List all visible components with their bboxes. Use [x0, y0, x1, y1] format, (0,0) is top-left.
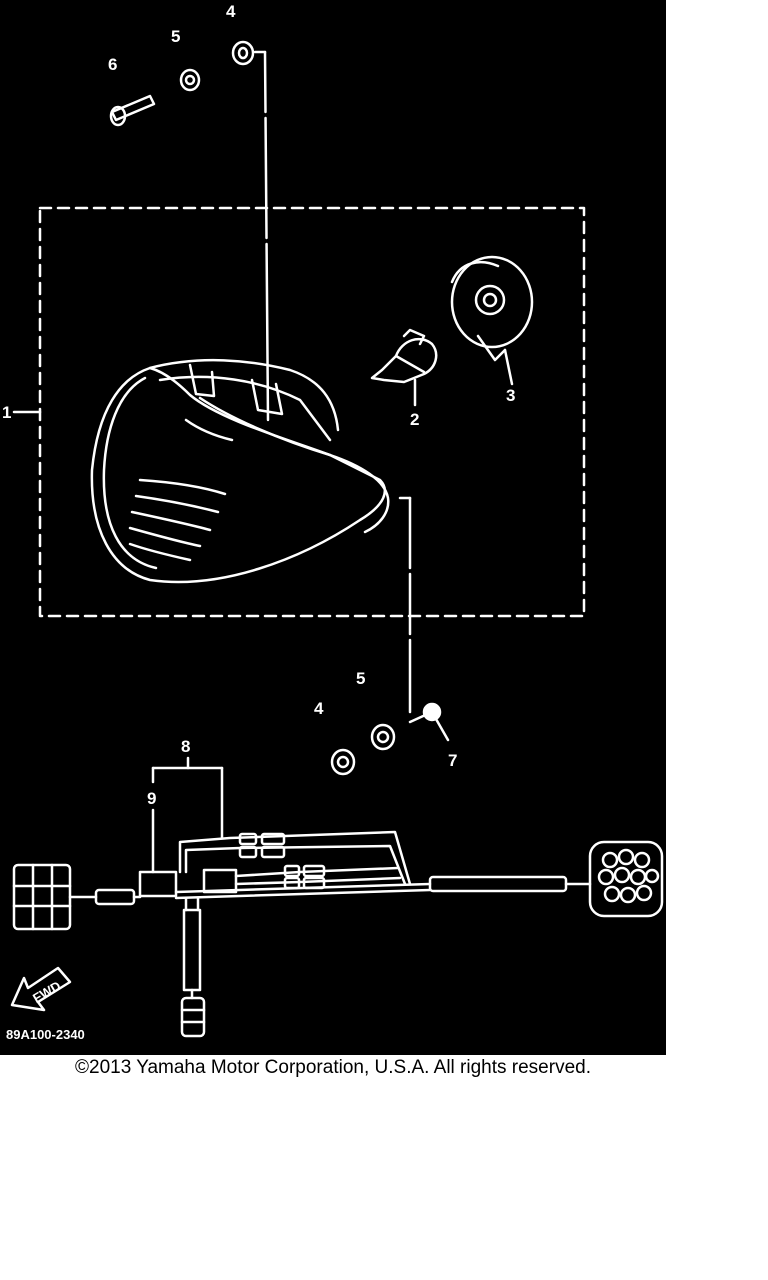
wire-harness-bracket: [151, 756, 224, 874]
collar-5-top: [179, 68, 201, 92]
callout-5-top: 5: [171, 27, 180, 46]
diagram-code: 89A100-2340: [6, 1027, 85, 1042]
grommet-4-bottom: [330, 748, 356, 776]
callout-1: 1: [2, 403, 11, 422]
callout-9: 9: [147, 789, 156, 808]
leader-line-top-vertical: [263, 50, 270, 422]
collar-5-bottom: [370, 723, 396, 751]
wire-harness: [12, 830, 664, 1038]
bulb-socket: [450, 255, 534, 386]
assembly-boundary: [38, 206, 586, 618]
callout-8: 8: [181, 737, 190, 756]
tail-light-lens: [90, 358, 390, 584]
nut-7: [408, 702, 450, 742]
callout-4-bottom: 4: [314, 699, 324, 718]
callout-3: 3: [506, 386, 515, 405]
grommet-4-top: [231, 40, 255, 66]
callout-4-top: 4: [226, 2, 236, 21]
fwd-arrow-icon: [10, 966, 72, 1012]
screw-6: [109, 94, 156, 127]
bulb: [370, 328, 438, 407]
callout-2: 2: [410, 410, 419, 429]
callout-6: 6: [108, 55, 117, 74]
callout-5-bottom: 5: [356, 669, 365, 688]
copyright-notice: ©2013 Yamaha Motor Corporation, U.S.A. A…: [75, 1057, 591, 1078]
callout-7: 7: [448, 751, 457, 770]
parts-diagram: FWD 1 2 3 4 5 6 5 4 7 8 9 89A100-2340: [0, 0, 666, 1055]
